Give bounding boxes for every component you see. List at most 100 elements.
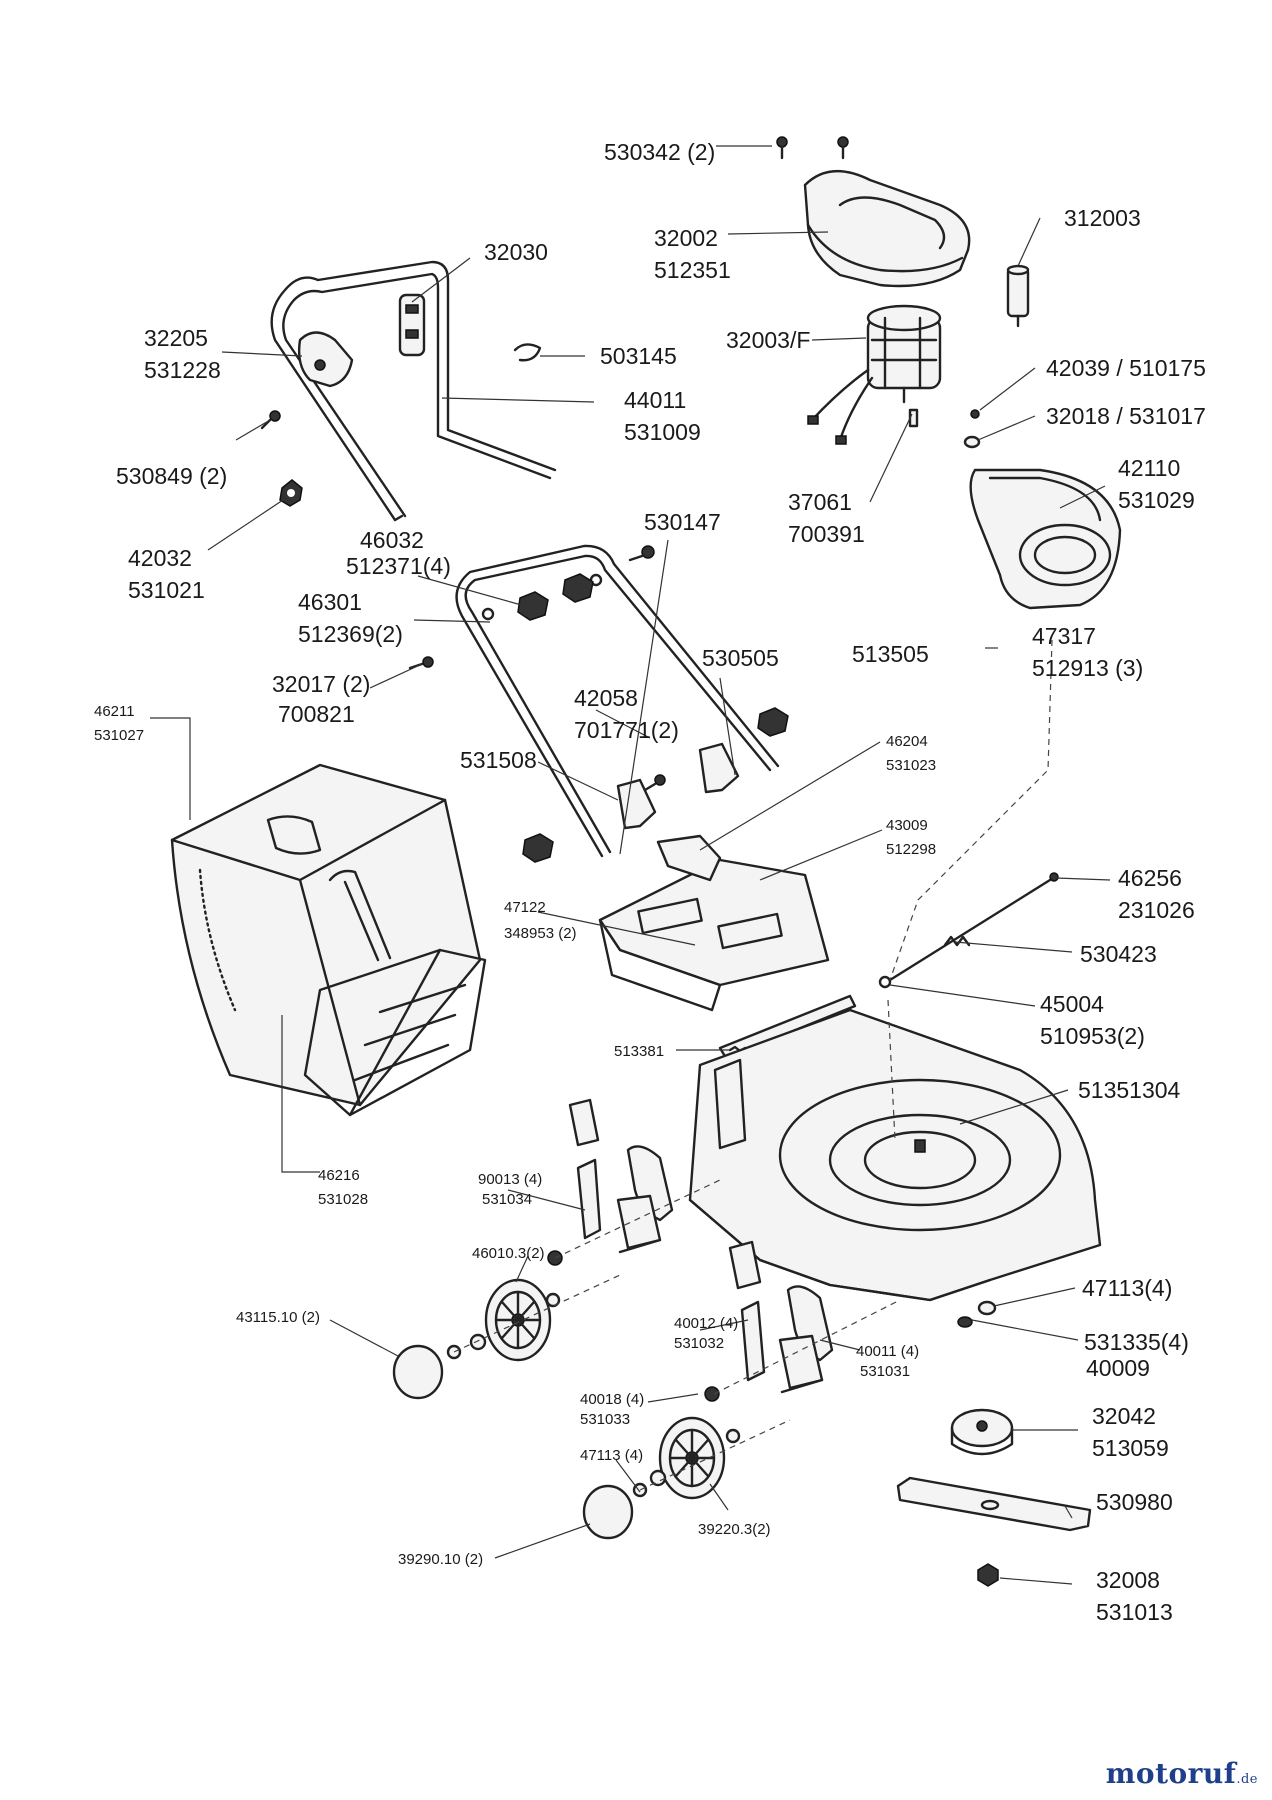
part-label-42039: 42039 / 510175 (1046, 355, 1206, 381)
blade-bolt-part (977, 1563, 999, 1587)
blade-adaptor-part (950, 1408, 1014, 1456)
part-label-32018: 32018 / 531017 (1046, 403, 1206, 429)
part-label-42110: 42110 (1118, 455, 1180, 481)
part-label-510953: 510953(2) (1040, 1023, 1145, 1049)
watermark-tld: .de (1236, 1772, 1258, 1787)
part-label-46211: 46211 (94, 703, 135, 720)
bracket-part (616, 742, 740, 830)
part-label-32042: 32042 (1092, 1403, 1156, 1429)
part-label-701771: 701771(2) (574, 717, 679, 743)
part-label-348953: 348953 (2) (504, 925, 577, 942)
leader-lines (150, 145, 1111, 1585)
part-label-512913: 512913 (3) (1032, 655, 1143, 681)
part-label-40018: 40018 (4) (580, 1391, 644, 1408)
flap-bracket-part (656, 834, 722, 882)
part-label-513381: 513381 (614, 1043, 664, 1060)
part-label-47317: 47317 (1032, 623, 1096, 649)
upper-handle-part (270, 260, 557, 522)
part-label-40009: 40009 (1086, 1355, 1150, 1381)
part-label-513059: 513059 (1092, 1435, 1169, 1461)
hub-cap-39290-part (582, 1484, 634, 1540)
part-label-531228: 531228 (144, 357, 221, 383)
part-label-530342: 530342 (2) (604, 139, 715, 165)
part-label-312003: 312003 (1064, 205, 1141, 231)
switch-box-part (297, 331, 354, 388)
part-label-39290: 39290.10 (2) (398, 1551, 483, 1568)
rear-wheel-part (446, 1250, 563, 1362)
handle-knob-part (517, 573, 789, 863)
part-label-40012: 40012 (4) (674, 1315, 738, 1332)
part-label-45004: 45004 (1040, 991, 1104, 1017)
part-label-531028: 531028 (318, 1191, 368, 1208)
part-label-531021: 531021 (128, 577, 205, 603)
height-adjuster-right-part (728, 1240, 834, 1394)
watermark-brand: motoruf (1105, 1757, 1237, 1790)
part-label-512369: 512369(2) (298, 621, 403, 647)
assembly-axis-lines (453, 639, 1053, 1491)
mower-deck-part (688, 1008, 1102, 1302)
washer-32018-part (963, 435, 981, 449)
part-label-530849: 530849 (2) (116, 463, 227, 489)
part-number-labels: 530342 (2) 32002 512351 312003 32030 322… (94, 139, 1206, 1625)
part-label-42058: 42058 (574, 685, 638, 711)
screw-530342-part (776, 136, 849, 160)
part-label-531023: 531023 (886, 757, 936, 774)
rear-flap-part (598, 858, 830, 1012)
part-label-530147: 530147 (644, 509, 721, 535)
discharge-chute-part (969, 468, 1122, 610)
part-label-32002: 32002 (654, 225, 718, 251)
motor-cover-part (803, 169, 971, 288)
screw-42039-part (970, 409, 980, 419)
screw-530849-part (260, 410, 281, 430)
part-label-39220: 39220.3(2) (698, 1521, 771, 1538)
part-label-531033: 531033 (580, 1411, 630, 1428)
part-label-46204: 46204 (886, 733, 928, 750)
bag-frame-part (303, 948, 487, 1117)
washer-47113-part (977, 1300, 997, 1316)
part-label-46010: 46010.3(2) (472, 1245, 545, 1262)
part-label-531029: 531029 (1118, 487, 1195, 513)
electric-motor-part (807, 304, 942, 445)
part-label-700391: 700391 (788, 521, 865, 547)
knob-42032-part (279, 479, 303, 507)
screw-top-part (628, 545, 655, 562)
part-label-512371: 512371(4) (346, 553, 451, 579)
part-label-531335: 531335(4) (1084, 1329, 1189, 1355)
part-label-43115: 43115.10 (2) (236, 1309, 320, 1326)
part-label-512298: 512298 (886, 841, 936, 858)
lower-handle-part (455, 544, 780, 858)
part-label-531009: 531009 (624, 419, 701, 445)
part-label-32205: 32205 (144, 325, 208, 351)
height-adjuster-left-part (568, 1098, 674, 1254)
part-label-46301: 46301 (298, 589, 362, 615)
part-label-231026: 231026 (1118, 897, 1195, 923)
part-label-530980: 530980 (1096, 1489, 1173, 1515)
part-label-512351: 512351 (654, 257, 731, 283)
part-label-46032: 46032 (360, 527, 424, 553)
cable-part (878, 872, 1059, 989)
part-label-51351304: 51351304 (1078, 1077, 1181, 1103)
part-label-42032: 42032 (128, 545, 192, 571)
part-label-503145: 503145 (600, 343, 677, 369)
clip-503145-part (513, 343, 542, 362)
part-label-37061: 37061 (788, 489, 852, 515)
key-37061-part (908, 408, 919, 428)
part-label-90013: 90013 (4) (478, 1171, 542, 1188)
screw-32017-part (408, 656, 434, 670)
part-label-46216: 46216 (318, 1167, 360, 1184)
part-label-700821: 700821 (278, 701, 355, 727)
part-label-32008: 32008 (1096, 1567, 1160, 1593)
part-label-44011: 44011 (624, 387, 686, 413)
hub-cap-43115-part (392, 1344, 444, 1400)
part-label-531032: 531032 (674, 1335, 724, 1352)
nut-531335-part (957, 1316, 973, 1328)
blade-part (896, 1476, 1092, 1532)
part-label-32017: 32017 (2) (272, 671, 370, 697)
part-label-32003F: 32003/F (726, 327, 810, 353)
part-label-32030: 32030 (484, 239, 548, 265)
part-label-47113b: 47113 (4) (580, 1447, 643, 1464)
part-label-531031: 531031 (860, 1363, 910, 1380)
part-label-513505: 513505 (852, 641, 929, 667)
part-label-43009: 43009 (886, 817, 928, 834)
